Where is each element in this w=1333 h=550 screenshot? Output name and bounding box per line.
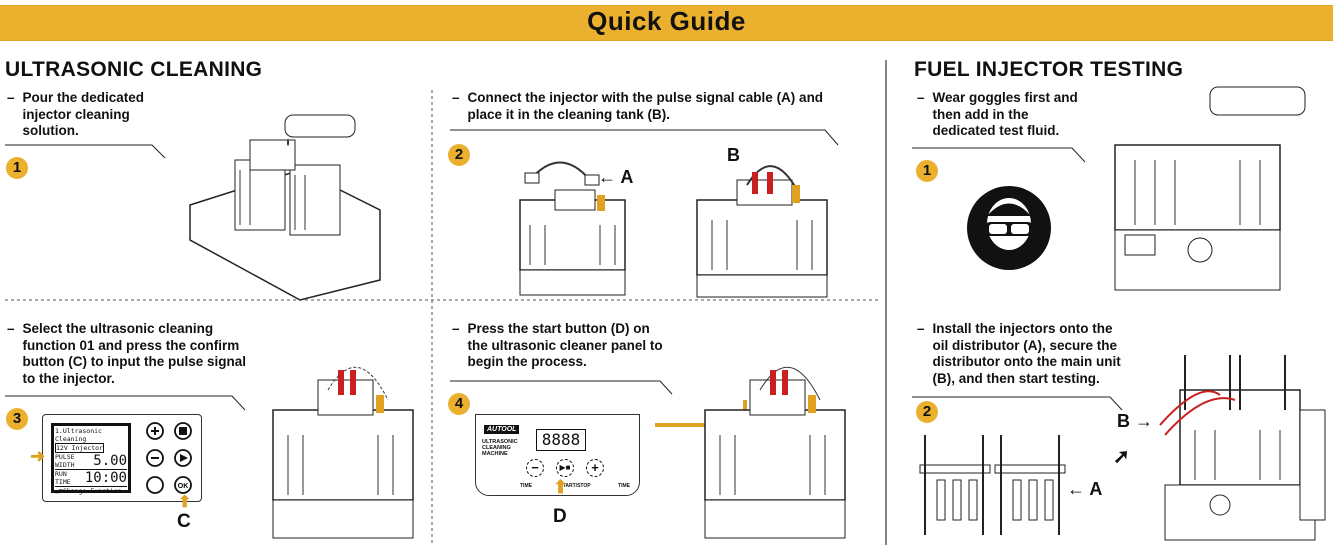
- step-badge-1: 1: [6, 157, 28, 179]
- step-badge-3: 3: [6, 408, 28, 430]
- arrow-right-icon: ➜: [30, 446, 46, 466]
- pulse-width-label: PULSE WIDTH: [55, 453, 75, 469]
- label-a-distributor: ← A: [1067, 479, 1103, 499]
- time-plus-button[interactable]: +: [586, 459, 604, 477]
- control-panel: 1.Ultrasonic Cleaning 12V Injector PULSE…: [42, 414, 202, 502]
- button-label: TIME: [618, 483, 630, 489]
- page-title: Quick Guide: [587, 6, 746, 36]
- label-text: B: [1117, 411, 1130, 431]
- step-1-text: –Pour the dedicated injector cleaning so…: [7, 90, 177, 140]
- step-badge-4: 4: [448, 393, 470, 415]
- step-text: Select the ultrasonic cleaning function …: [22, 321, 246, 386]
- fuel-step-badge-2: 2: [916, 401, 938, 423]
- section-title-fuel: FUEL INJECTOR TESTING: [914, 58, 1184, 81]
- label-a-cable: ← A: [598, 167, 634, 187]
- machine-illustration-step2a: [519, 189, 626, 296]
- machine-illustration-step3: [272, 366, 414, 539]
- pulse-width-value: 5.00: [93, 453, 127, 469]
- run-time-label: RUN TIME: [55, 470, 71, 486]
- machine-illustration-step4: [704, 366, 846, 539]
- label-d: D: [553, 506, 567, 527]
- step-badge-2: 2: [448, 144, 470, 166]
- step-2-text: –Connect the injector with the pulse sig…: [452, 90, 842, 123]
- machine-name: ULTRASONIC CLEANING MACHINE: [482, 439, 518, 457]
- step-4-text: –Press the start button (D) on the ultra…: [452, 321, 667, 371]
- label-b-tank: B: [727, 145, 740, 165]
- machine-illustration-step2b: [696, 165, 828, 298]
- start-stop-button[interactable]: ▶■: [556, 459, 574, 477]
- panel-button-row: − ▶■ +: [526, 459, 604, 477]
- lcd-screen: 1.Ultrasonic Cleaning 12V Injector PULSE…: [51, 423, 131, 495]
- pulse-cable-illustration: [524, 161, 600, 186]
- label-text: A: [620, 167, 634, 187]
- step-text: Pour the dedicated injector cleaning sol…: [22, 90, 145, 138]
- label-text: A: [1089, 479, 1103, 499]
- step-text: Install the injectors onto the oil distr…: [932, 321, 1121, 386]
- fuel-step-2-text: –Install the injectors onto the oil dist…: [917, 321, 1127, 387]
- step-text: Connect the injector with the pulse sign…: [467, 90, 824, 122]
- step-text: Press the start button (D) on the ultras…: [467, 321, 663, 369]
- reset-button[interactable]: [146, 476, 164, 494]
- label-b-main-unit: B →: [1117, 411, 1154, 431]
- fuel-step-1-text: –Wear goggles first and then add in the …: [917, 90, 1082, 140]
- step-3-text: –Select the ultrasonic cleaning function…: [7, 321, 246, 386]
- lcd-line1: 1.Ultrasonic Cleaning: [55, 427, 102, 443]
- label-c: C: [177, 511, 191, 532]
- quick-guide-banner: [0, 5, 1333, 41]
- ok-label: OK: [178, 483, 189, 490]
- brand-logo: AUTOOL: [484, 425, 520, 434]
- machine-illustration-fuel1: [1114, 86, 1306, 291]
- button-label: START/STOP: [559, 483, 591, 489]
- digital-display: 8888: [536, 429, 586, 451]
- arrow-up-icon: ⬆: [178, 494, 192, 511]
- button-label: TIME: [520, 483, 532, 489]
- time-minus-button[interactable]: −: [526, 459, 544, 477]
- fluid-bottle-icon: [1209, 86, 1306, 116]
- machine-illustration-step1: [189, 114, 381, 301]
- ultrasonic-panel: AUTOOL ULTRASONIC CLEANING MACHINE 8888 …: [475, 414, 640, 496]
- machine-illustration-fuel2: [1159, 355, 1326, 541]
- goggles-icon: [967, 186, 1051, 270]
- arrow-up-icon: ⬆: [553, 477, 569, 497]
- oil-distributor-illustration: [919, 435, 1066, 535]
- panel-buttons: OK: [146, 422, 192, 494]
- solution-bottle-icon: [284, 114, 356, 138]
- lcd-line2: 12V Injector: [55, 443, 104, 453]
- step-text: Wear goggles first and then add in the d…: [932, 90, 1078, 138]
- arrow-up-right-icon: ➚: [1113, 446, 1130, 468]
- lcd-footer: ▲▼Change Function: [55, 486, 127, 495]
- fuel-step-badge-1: 1: [916, 160, 938, 182]
- ok-button[interactable]: [174, 476, 192, 494]
- section-title-ultrasonic: ULTRASONIC CLEANING: [5, 58, 263, 81]
- run-time-value: 10:00: [84, 470, 127, 486]
